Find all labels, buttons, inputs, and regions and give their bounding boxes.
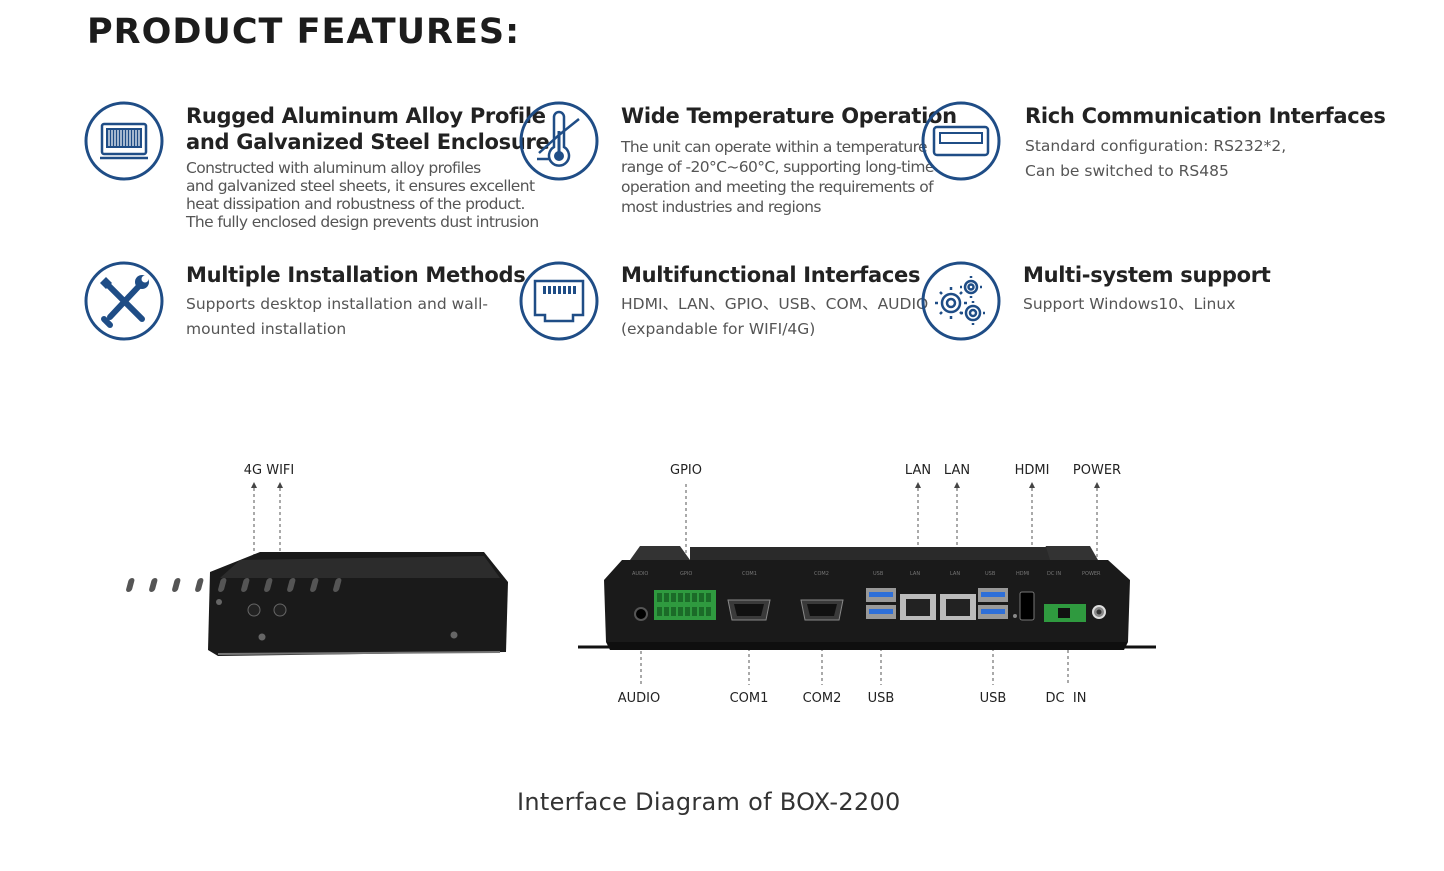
svg-text:LAN: LAN [910, 571, 920, 577]
feature-title: Rugged Aluminum Alloy Profile and Galvan… [186, 104, 550, 154]
label-gpio: GPIO [670, 463, 702, 478]
svg-text:GPIO: GPIO [680, 571, 692, 577]
svg-text:USB: USB [985, 571, 996, 577]
feature-title: Multi-system support [1023, 263, 1271, 287]
svg-text:AUDIO: AUDIO [632, 571, 648, 577]
label-usb-2: USB [979, 691, 1007, 706]
label-audio: AUDIO [617, 691, 661, 706]
ethernet-port-icon [519, 261, 599, 341]
svg-text:USB: USB [873, 571, 884, 577]
label-dc-in: DC IN [1045, 691, 1087, 706]
feature-description: The unit can operate within a temperatur… [621, 138, 934, 216]
label-hdmi: HDMI [1014, 463, 1050, 478]
feature-title: Multifunctional Interfaces [621, 263, 921, 287]
label-lan-2: LAN [943, 463, 971, 478]
device-side-view [126, 552, 508, 656]
thermometer-icon [519, 101, 599, 181]
label-usb-1: USB [867, 691, 895, 706]
label-com1: COM1 [729, 691, 769, 706]
label-lan-1: LAN [904, 463, 932, 478]
feature-description: Support Windows10、Linux [1023, 295, 1236, 313]
feature-title: Wide Temperature Operation [621, 104, 957, 128]
feature-title: Multiple Installation Methods [186, 263, 526, 287]
feature-description: HDMI、LAN、GPIO、USB、COM、AUDIO (expandable … [621, 295, 929, 338]
tools-icon [84, 261, 164, 341]
usb-port-icon [921, 101, 1001, 181]
label-4g-wifi: 4G WIFI [243, 463, 295, 478]
gears-icon [921, 261, 1001, 341]
svg-text:POWER: POWER [1082, 571, 1101, 577]
label-com2: COM2 [802, 691, 842, 706]
page-heading: PRODUCT FEATURES: [87, 12, 521, 52]
diagram-caption: Interface Diagram of BOX-2200 [517, 788, 901, 816]
feature-title: Rich Communication Interfaces [1025, 104, 1386, 128]
svg-text:COM2: COM2 [814, 571, 829, 577]
feature-description: Standard configuration: RS232*2, Can be … [1025, 137, 1287, 180]
svg-text:HDMI: HDMI [1016, 571, 1029, 577]
svg-text:LAN: LAN [950, 571, 960, 577]
device-front-view: AUDIO GPIO COM1 COM2 USB LAN LAN USB HDMI DC I… [578, 546, 1156, 650]
rugged-enclosure-icon [84, 101, 164, 181]
svg-text:DC IN: DC IN [1047, 571, 1061, 577]
feature-description: Constructed with aluminum alloy profiles… [186, 159, 539, 231]
label-power: POWER [1072, 463, 1122, 478]
feature-description: Supports desktop installation and wall- … [186, 295, 489, 338]
svg-text:COM1: COM1 [742, 571, 757, 577]
